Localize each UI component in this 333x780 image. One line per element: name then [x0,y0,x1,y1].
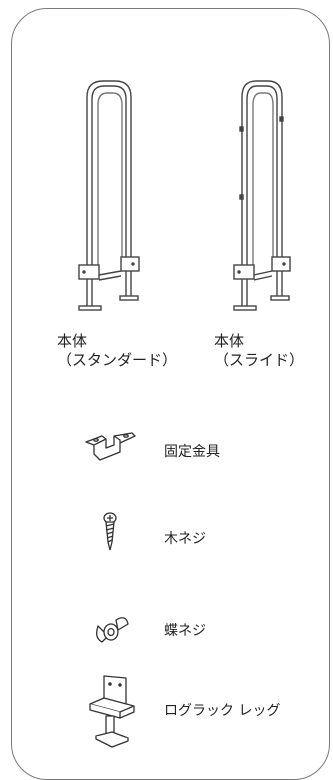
part-fixing-bracket: 固定金具 [0,430,333,480]
wood-screw-icon [103,512,117,551]
fixing-bracket-icon [85,432,136,461]
part-wood-screw-label: 木ネジ [164,531,206,547]
product-standard: 本体 （スタンダード） [55,75,177,375]
slide-frame-illustration [233,80,291,311]
standard-frame-illustration [78,80,140,311]
product-slide-name: 本体 （スライド） [214,332,304,370]
product-slide: 本体 （スライド） [210,75,320,375]
part-wing-nut-label: 蝶ネジ [164,623,206,639]
product-standard-name: 本体 （スタンダード） [57,332,177,370]
product-slide-name-line2: （スライド） [214,351,305,369]
part-log-rack-leg: ログラック レッグ [0,674,333,754]
product-slide-name-line1: 本体 [214,332,245,350]
wing-nut-icon [96,617,129,643]
part-fixing-bracket-label: 固定金具 [164,444,220,460]
part-wood-screw: 木ネジ [0,510,333,560]
product-standard-name-line1: 本体 [57,332,88,350]
product-standard-name-line2: （スタンダード） [57,351,178,369]
part-wing-nut: 蝶ネジ [0,610,333,660]
part-log-rack-leg-label: ログラック レッグ [164,703,281,719]
log-rack-leg-icon [89,675,135,748]
